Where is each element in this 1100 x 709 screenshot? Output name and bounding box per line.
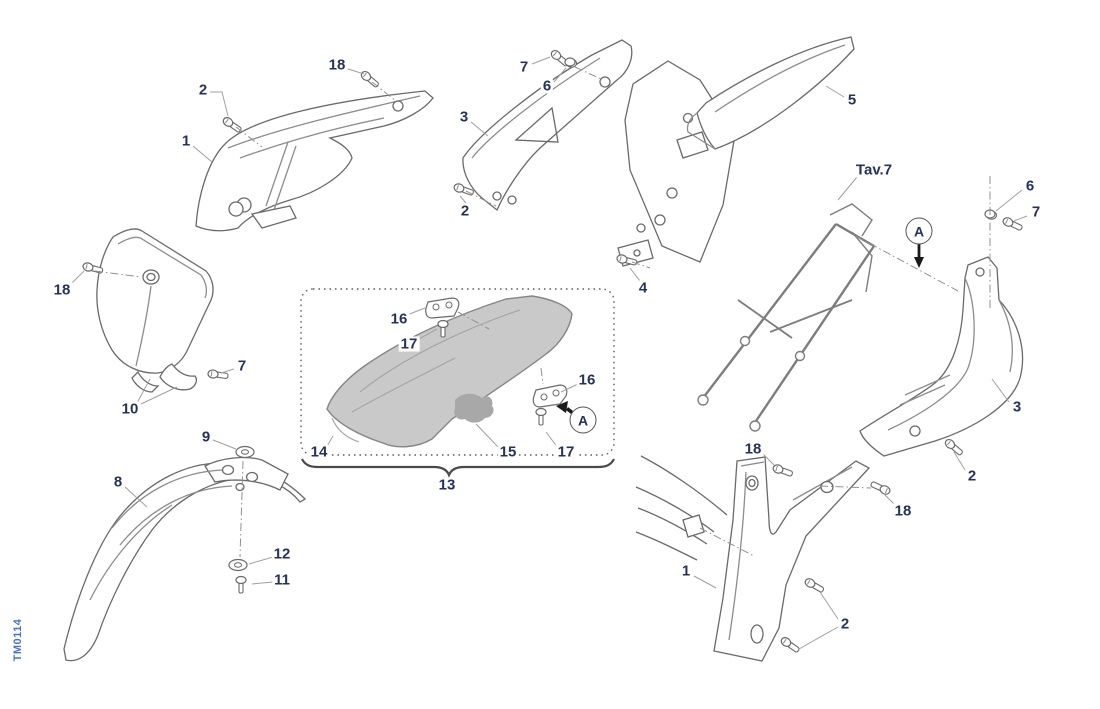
callout-sticker-15-seat: 15 bbox=[497, 443, 519, 461]
number-plate-art bbox=[96, 228, 214, 393]
leader-lines bbox=[69, 56, 1028, 650]
callout-part-3-panel-right: 3 bbox=[1010, 398, 1024, 416]
callout-bolt-11-fender: 11 bbox=[272, 571, 292, 589]
callout-washer-12-fender: 12 bbox=[271, 545, 293, 563]
callout-screw-18-shroud: 18 bbox=[326, 56, 348, 74]
callout-part-3-panel-top: 3 bbox=[457, 108, 471, 126]
front-fender-art bbox=[63, 456, 307, 662]
callout-assembly-13: 13 bbox=[436, 476, 458, 494]
rear-fender-art bbox=[617, 36, 855, 267]
callout-bracket-16-seat-left: 16 bbox=[388, 310, 410, 328]
assembly-axes bbox=[94, 66, 991, 558]
seat-art bbox=[326, 295, 573, 448]
callout-part-1-shroud: 1 bbox=[179, 132, 193, 150]
callout-washer-9-fender: 9 bbox=[199, 428, 213, 446]
seat-assembly-box bbox=[300, 288, 615, 478]
detail-a-arrows bbox=[556, 244, 924, 414]
seat-bracket-16-left bbox=[425, 297, 460, 319]
callout-screw-4-bracket: 4 bbox=[636, 279, 650, 297]
callout-screw-2-shroud: 2 bbox=[196, 81, 210, 99]
seat-sticker-15 bbox=[454, 393, 494, 423]
callout-bracket-16-seat-right: 16 bbox=[576, 371, 598, 389]
callout-screw-18-vbracket-left: 18 bbox=[742, 440, 764, 458]
callout-part-14-seat: 14 bbox=[308, 443, 330, 461]
callout-screw-17-seat-right: 17 bbox=[555, 443, 577, 461]
vbracket-right-art bbox=[635, 455, 871, 662]
assembly-13-brace bbox=[301, 458, 615, 478]
callout-screw-2-vbracket: 2 bbox=[838, 615, 852, 633]
callout-nut-6-panel-top: 6 bbox=[540, 77, 554, 95]
callout-part-10-plate: 10 bbox=[119, 400, 141, 418]
callout-part-5-rear-fender: 5 bbox=[845, 91, 859, 109]
callout-screw-18-plate: 18 bbox=[51, 281, 73, 299]
fasteners bbox=[81, 48, 1024, 655]
callout-part-8-front-fender: 8 bbox=[111, 473, 125, 491]
callout-screw-7-panel-top: 7 bbox=[517, 58, 531, 76]
callout-nut-6-panel-right: 6 bbox=[1023, 177, 1037, 195]
detail-marker-a-seat: A bbox=[569, 406, 597, 434]
side-panel-top-art bbox=[462, 39, 633, 212]
callout-screw-7-plate: 7 bbox=[235, 357, 249, 375]
callout-screw-18-vbracket-right: 18 bbox=[892, 502, 914, 520]
drawing-code: TM0114 bbox=[12, 618, 24, 662]
side-panel-right-art bbox=[859, 256, 1024, 457]
callout-screw-17-seat-left: 17 bbox=[398, 335, 420, 353]
detail-marker-a-frame: A bbox=[905, 217, 933, 245]
subframe-reference-art bbox=[697, 203, 875, 432]
callout-screw-2-panel-top: 2 bbox=[458, 202, 472, 220]
callout-screw-7-panel-right: 7 bbox=[1029, 203, 1043, 221]
callout-screw-2-panel-right: 2 bbox=[965, 467, 979, 485]
shroud-left-art bbox=[195, 90, 434, 232]
callout-ref-tav7: Tav.7 bbox=[853, 161, 895, 179]
callout-part-1-vbracket: 1 bbox=[679, 562, 693, 580]
